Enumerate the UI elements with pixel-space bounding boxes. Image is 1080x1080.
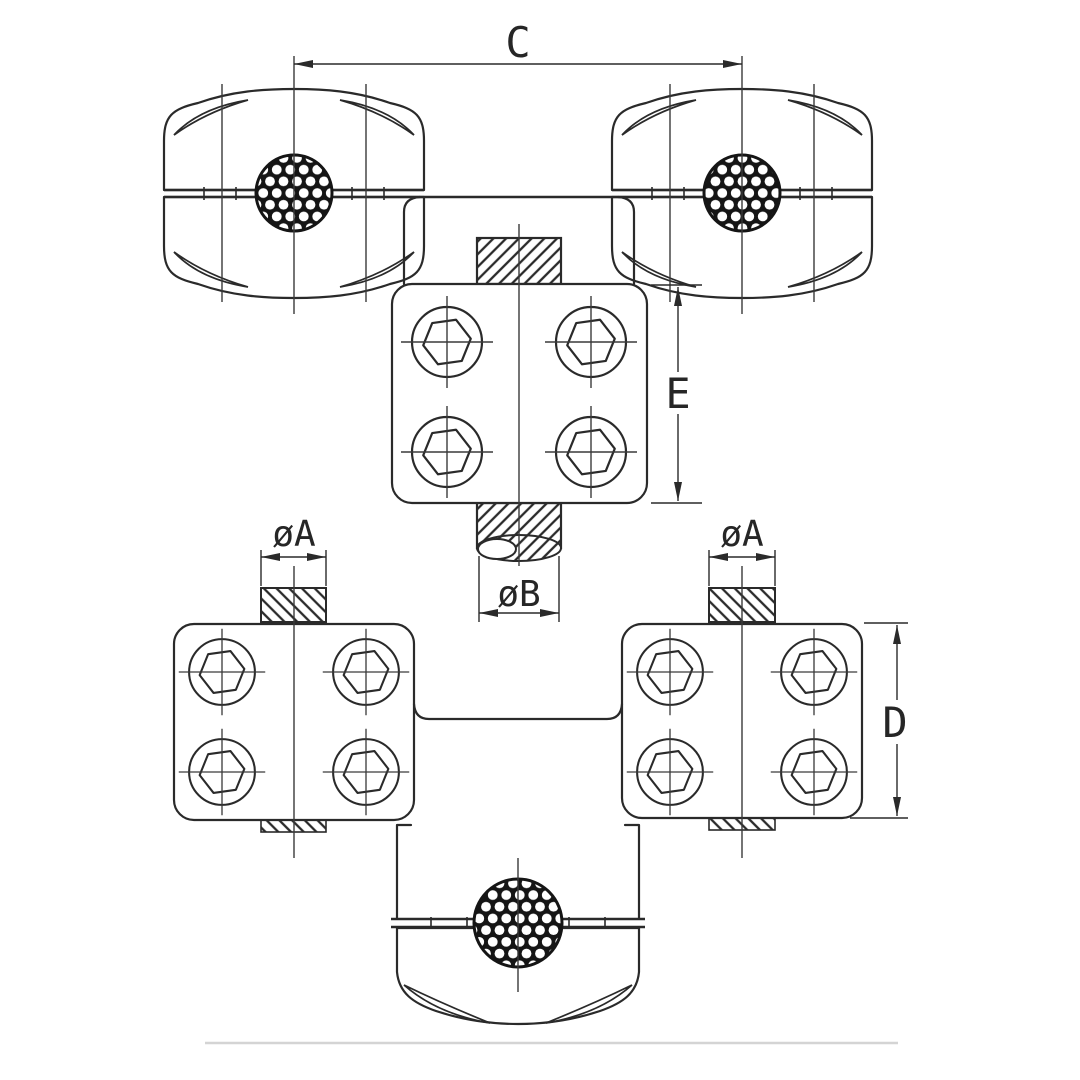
bottom-clamp-lip-right [545, 984, 633, 1024]
bottom-clamp-upper-jaw [395, 823, 641, 920]
left-clamp-lip-upper-left [173, 99, 249, 136]
connector-body-left-edge [402, 195, 422, 286]
front-view: øA øA D [172, 514, 908, 1045]
connecting-bar [412, 702, 624, 721]
stud-dome-highlight [477, 538, 517, 560]
dimension-a-left: øA [260, 514, 327, 586]
right-clamp-lip-upper-left [621, 99, 697, 136]
clamp-parting-lines [164, 187, 872, 200]
left-clamp-lip-lower-left [173, 251, 249, 288]
dimension-e-label: E [665, 369, 690, 418]
front-view-center-lines [293, 566, 743, 992]
top-view-center-lines [221, 56, 815, 566]
dimension-d-label: D [882, 698, 907, 747]
dimension-c: C [294, 18, 742, 68]
left-clamp-lip-upper-right [339, 99, 415, 136]
dimension-b: øB [478, 556, 560, 622]
dimension-d: D [850, 622, 908, 819]
dimension-c-label: C [505, 18, 530, 67]
right-clamp-lip-upper-right [787, 99, 863, 136]
dimension-a-right: øA [708, 514, 776, 586]
top-view: C E øB [162, 18, 874, 622]
dimension-a-right-label: øA [720, 514, 764, 555]
right-clamp-lip-lower-right [787, 251, 863, 288]
right-clamp-lip-lower-left [621, 251, 697, 288]
left-clamp-lip-lower-right [339, 251, 415, 288]
bottom-clamp-lip-left [403, 984, 491, 1024]
dimension-e: E [651, 284, 702, 504]
dimension-b-label: øB [497, 574, 540, 615]
connector-body-right-edge [616, 195, 636, 286]
dimension-a-left-label: øA [272, 514, 316, 555]
